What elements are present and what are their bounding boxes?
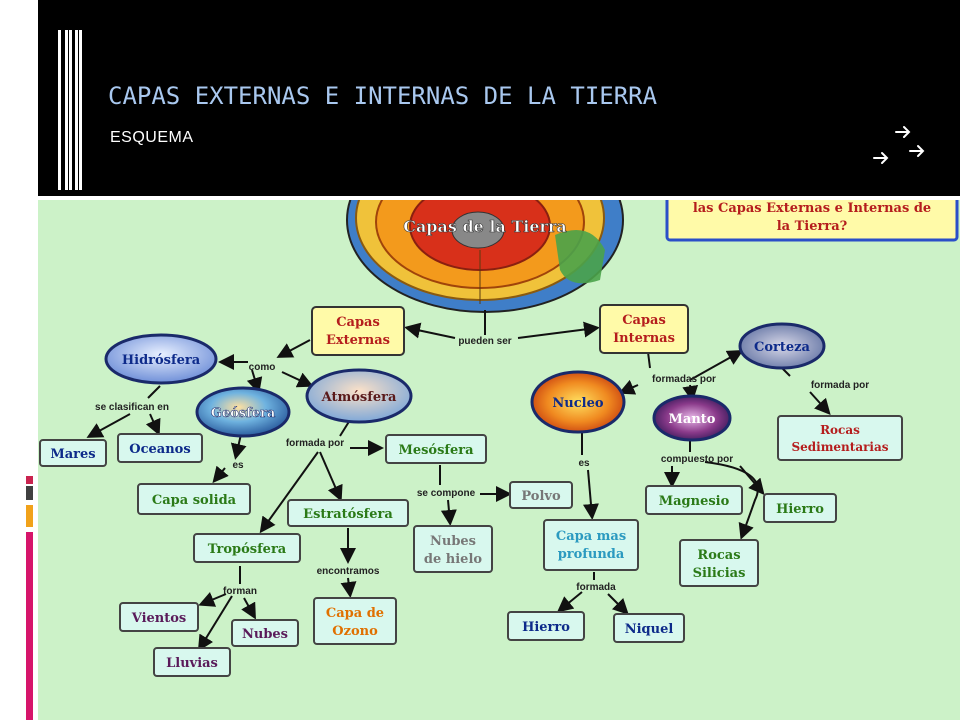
node-label: Capa solida (152, 493, 237, 508)
node-capa-de-ozono: Capa de Ozono (313, 597, 397, 645)
link-label: se compone (417, 488, 476, 499)
node-label: Oceanos (129, 442, 190, 457)
node-label: Externas (326, 333, 390, 348)
node-corteza: Corteza (738, 322, 826, 370)
decorative-arrows (873, 126, 925, 164)
node-estratosfera: Estratósfera (287, 499, 409, 527)
node-label: Estratósfera (303, 507, 393, 522)
node-label: Lluvias (166, 656, 218, 671)
node-capas-externas: Capas Externas (311, 306, 405, 356)
header-divider (38, 196, 960, 200)
node-label: Internas (613, 331, 675, 346)
node-label: Niquel (625, 622, 674, 637)
node-label: Geósfera (211, 406, 276, 421)
link-label: como (249, 362, 276, 373)
concept-map-image: Capas de la Tierra las Capas Externas e … (38, 200, 960, 720)
concept-map: Capas de la Tierra las Capas Externas e … (39, 200, 959, 677)
link-label: formada (576, 582, 616, 593)
node-label: Mares (50, 447, 95, 462)
globe-label: Capas de la Tierra (403, 217, 567, 236)
node-niquel: Niquel (613, 613, 685, 643)
node-rocas-sedimentarias: Rocas Sedimentarias (777, 415, 903, 461)
node-oceanos: Oceanos (117, 433, 203, 463)
link-label: forman (223, 586, 257, 597)
slide-title: CAPAS EXTERNAS E INTERNAS DE LA TIERRA (108, 82, 658, 110)
node-mares: Mares (39, 439, 107, 467)
node-label: Corteza (754, 340, 811, 355)
node-capas-internas: Capas Internas (599, 304, 689, 354)
node-magnesio: Magnesio (645, 485, 743, 515)
link-label: se clasifican en (95, 402, 169, 413)
node-hierro-manto: Hierro (763, 493, 837, 523)
slide-subtitle: ESQUEMA (110, 129, 194, 146)
node-label: Mesósfera (398, 443, 474, 458)
arrow-right-icon (909, 145, 925, 157)
node-vientos: Vientos (119, 602, 199, 632)
node-label: Sedimentarias (791, 440, 888, 454)
node-label: Capa de (326, 606, 384, 621)
node-nubes: Nubes (231, 619, 299, 647)
accent-mark (26, 486, 33, 500)
node-capa-solida: Capa solida (137, 483, 251, 515)
accent-mark (26, 505, 33, 527)
link-label: compuesto por (661, 454, 733, 465)
link-label: es (578, 458, 590, 469)
node-label: Hierro (522, 620, 570, 635)
link-labels: pueden ser como se clasifican en es form… (95, 336, 869, 597)
node-label: Silicias (693, 566, 746, 581)
node-label: Manto (669, 412, 716, 427)
node-label: Magnesio (659, 494, 730, 509)
arrow-right-icon (895, 126, 911, 138)
node-nucleo: Nucleo (530, 370, 626, 434)
node-label: Hierro (776, 502, 824, 517)
node-label: Nucleo (552, 396, 603, 411)
left-strip (0, 0, 38, 720)
link-label: encontramos (317, 566, 380, 577)
node-label: Capa mas (556, 529, 626, 544)
node-troposfera: Tropósfera (193, 533, 301, 563)
question-line: la Tierra? (777, 219, 848, 234)
node-label: Hidrósfera (122, 353, 201, 368)
arrow-right-icon (873, 152, 889, 164)
link-label: formada por (286, 438, 344, 449)
node-label: de hielo (424, 552, 482, 567)
connectors (86, 310, 831, 652)
node-label: Nubes (242, 627, 288, 642)
node-label: Atmósfera (321, 390, 397, 405)
node-label: Rocas (697, 548, 740, 563)
node-rocas-silicias: Rocas Silicias (679, 539, 759, 587)
node-label: Ozono (332, 624, 378, 639)
node-hierro-nucleo: Hierro (507, 611, 585, 641)
node-hidrosfera: Hidrósfera (104, 333, 218, 385)
node-label: Capas (336, 315, 380, 330)
accent-mark (26, 476, 33, 484)
link-label: formadas por (652, 374, 716, 385)
node-lluvias: Lluvias (153, 647, 231, 677)
node-label: Capas (622, 313, 666, 328)
node-label: Nubes (430, 534, 476, 549)
accent-mark (26, 532, 33, 720)
node-atmosfera: Atmósfera (305, 368, 413, 424)
node-label: profunda (558, 547, 625, 562)
earth-layers-globe: Capas de la Tierra (346, 200, 624, 313)
node-nubes-de-hielo: Nubes de hielo (413, 525, 493, 573)
node-capa-mas-profunda: Capa mas profunda (543, 519, 639, 571)
node-label: Polvo (521, 489, 561, 504)
node-label: Vientos (131, 611, 187, 626)
link-label: pueden ser (458, 336, 511, 347)
question-line: las Capas Externas e Internas de (693, 201, 931, 216)
link-label: formada por (811, 380, 869, 391)
node-label: Tropósfera (208, 542, 287, 557)
node-label: Rocas (820, 423, 860, 437)
node-manto: Manto (652, 394, 732, 442)
question-box: las Capas Externas e Internas de la Tier… (665, 200, 959, 242)
node-mesosfera: Mesósfera (385, 434, 487, 464)
node-geosfera: Geósfera (195, 386, 291, 438)
slide-header: CAPAS EXTERNAS E INTERNAS DE LA TIERRA E… (38, 0, 960, 196)
node-polvo: Polvo (509, 481, 573, 509)
link-label: es (232, 460, 244, 471)
